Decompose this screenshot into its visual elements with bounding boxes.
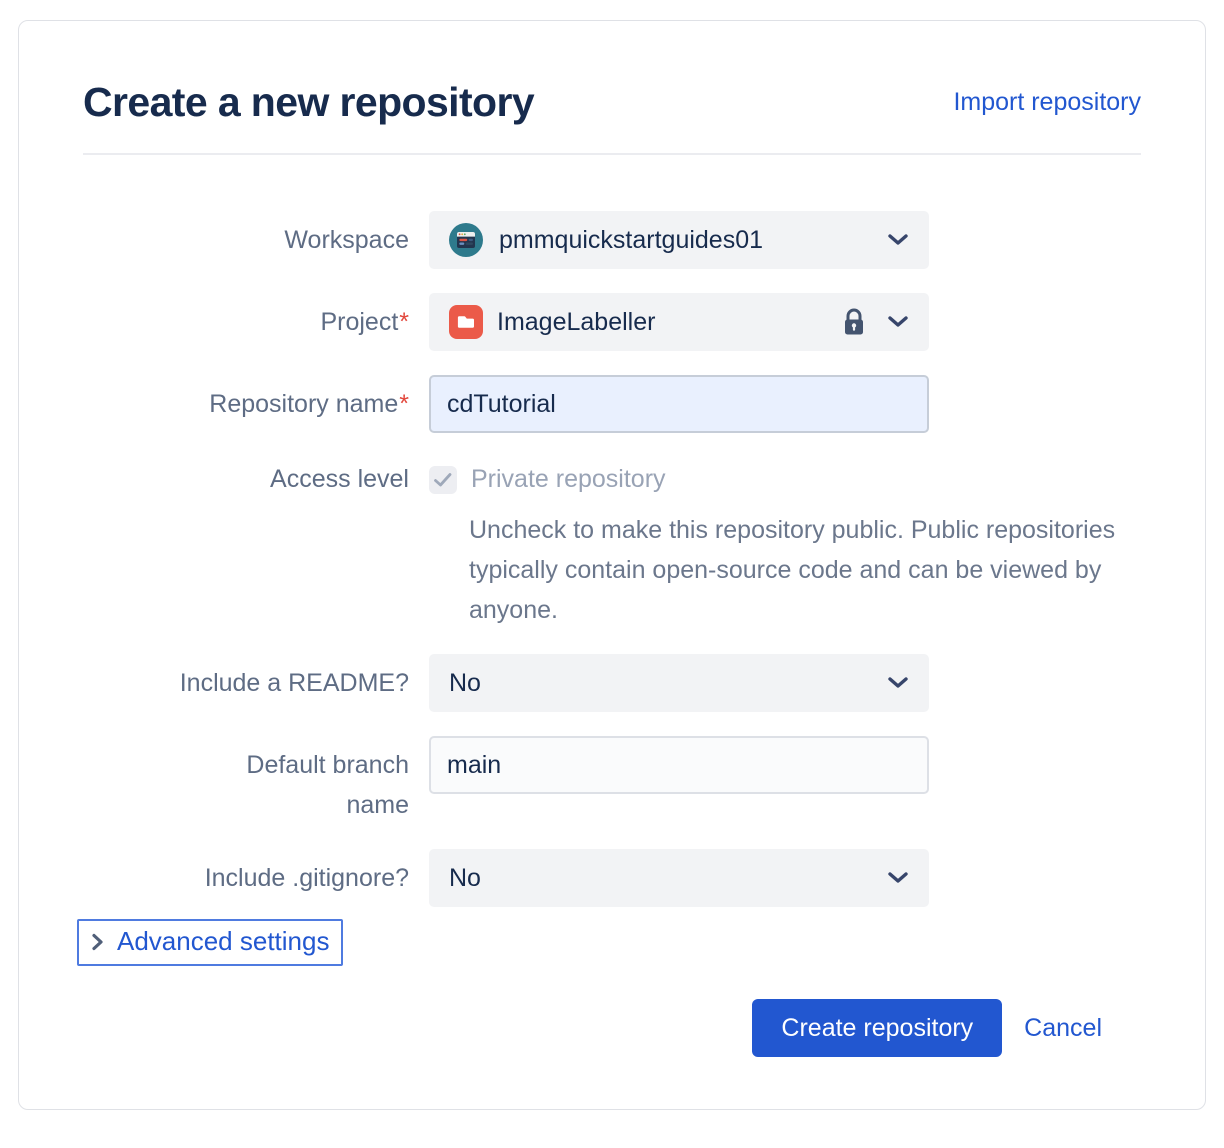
- workspace-row: Workspace: [83, 211, 1141, 269]
- default-branch-row: Default branch name: [83, 736, 1141, 825]
- project-label: Project*: [320, 308, 409, 336]
- access-level-help-text: Uncheck to make this repository public. …: [469, 516, 1116, 624]
- chevron-down-icon: [887, 233, 909, 247]
- create-repository-button[interactable]: Create repository: [752, 999, 1003, 1057]
- include-gitignore-select[interactable]: No: [429, 849, 929, 907]
- cancel-button[interactable]: Cancel: [1024, 1013, 1102, 1042]
- workspace-label: Workspace: [284, 226, 409, 254]
- create-repository-form: Workspace: [77, 211, 1141, 966]
- default-branch-label: Default branch name: [246, 751, 409, 819]
- lock-icon: [841, 307, 867, 337]
- repository-name-input[interactable]: [429, 375, 929, 433]
- chevron-right-icon: [91, 932, 104, 952]
- access-level-row: Access level Private repository Uncheck …: [83, 457, 1141, 654]
- chevron-down-icon: [887, 871, 909, 885]
- workspace-select[interactable]: pmmquickstartguides01: [429, 211, 929, 269]
- include-gitignore-value: No: [449, 863, 481, 892]
- repository-name-label: Repository name*: [209, 390, 409, 418]
- dialog-footer: Create repository Cancel: [83, 999, 1141, 1057]
- chevron-down-icon: [887, 315, 909, 329]
- required-asterisk: *: [399, 308, 409, 336]
- project-select[interactable]: ImageLabeller: [429, 293, 929, 351]
- include-gitignore-row: Include .gitignore? No: [83, 849, 1141, 907]
- default-branch-input[interactable]: [429, 736, 929, 794]
- advanced-settings-toggle[interactable]: Advanced settings: [77, 919, 344, 966]
- include-readme-row: Include a README? No: [83, 654, 1141, 712]
- include-readme-value: No: [449, 668, 481, 697]
- create-repository-dialog: Create a new repository Import repositor…: [18, 20, 1206, 1110]
- repository-name-row: Repository name*: [83, 375, 1141, 433]
- project-row: Project* ImageLabeller: [83, 293, 1141, 351]
- header-divider: [83, 153, 1141, 155]
- include-readme-label: Include a README?: [179, 669, 409, 697]
- workspace-value: pmmquickstartguides01: [499, 225, 764, 254]
- include-readme-select[interactable]: No: [429, 654, 929, 712]
- advanced-settings-label: Advanced settings: [117, 926, 330, 956]
- dialog-header: Create a new repository Import repositor…: [83, 77, 1141, 127]
- required-asterisk: *: [399, 390, 409, 418]
- checkmark-icon: [434, 472, 452, 486]
- private-repository-label: Private repository: [471, 465, 666, 493]
- workspace-avatar: [449, 223, 483, 257]
- private-repository-checkbox[interactable]: [429, 465, 457, 494]
- include-gitignore-label: Include .gitignore?: [204, 864, 409, 892]
- chevron-down-icon: [887, 676, 909, 690]
- page-title: Create a new repository: [83, 79, 535, 125]
- import-repository-link[interactable]: Import repository: [953, 87, 1141, 116]
- folder-icon: [449, 305, 483, 339]
- access-level-label: Access level: [270, 465, 409, 493]
- project-value: ImageLabeller: [497, 307, 656, 336]
